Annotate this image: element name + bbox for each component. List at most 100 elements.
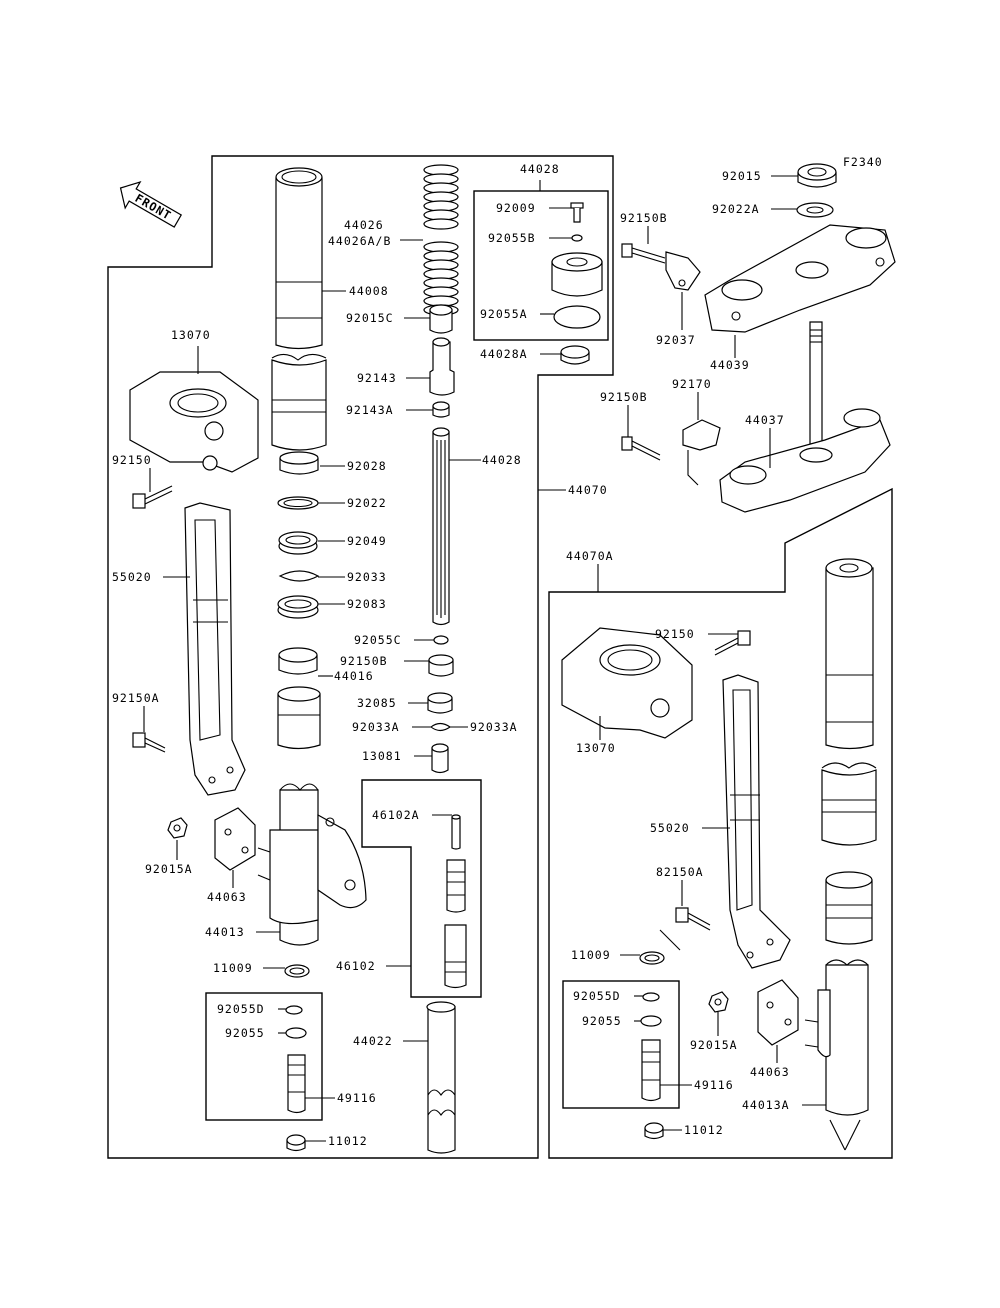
label-11012-right: 11012 — [684, 1123, 724, 1137]
part-labels: 44026 44026A/B 44008 92015C 92143 92143A… — [112, 162, 790, 1148]
leader-lines — [143, 175, 861, 1151]
fork-clamp-13070-right — [561, 627, 693, 739]
label-44028a: 44028A — [480, 347, 528, 361]
bushing-right — [825, 871, 873, 945]
bolt-92150-left — [132, 485, 173, 509]
seal-stack-left — [277, 451, 320, 675]
label-55020-left: 55020 — [112, 570, 152, 584]
label-92083: 92083 — [347, 597, 387, 611]
label-92150a-left: 92150A — [112, 691, 160, 705]
valve-subassembly-box-right — [562, 980, 680, 1109]
label-44037: 44037 — [745, 413, 785, 427]
screw-92009 — [570, 202, 584, 223]
inner-tube-44008 — [275, 167, 323, 350]
label-46102a: 46102A — [372, 808, 420, 822]
bolt-92150b-low — [621, 436, 661, 461]
fork-guard-55020-left — [184, 502, 246, 796]
label-49116-left: 49116 — [337, 1091, 377, 1105]
label-13070-left: 13070 — [171, 328, 211, 342]
label-92033a-left: 92033A — [352, 720, 400, 734]
label-44063-left: 44063 — [207, 890, 247, 904]
valve-49116-left — [285, 1005, 307, 1114]
valve-13081 — [431, 743, 449, 774]
cap-44063-right — [757, 979, 799, 1046]
label-44022: 44022 — [353, 1034, 393, 1048]
outer-slider-44013a — [804, 959, 869, 1116]
label-92150-left: 92150 — [112, 453, 152, 467]
inner-tube-right — [825, 558, 874, 750]
label-11012-left: 11012 — [328, 1134, 368, 1148]
spring-coil — [423, 218, 459, 230]
label-92150b-low: 92150B — [600, 390, 648, 404]
clip-92033a — [430, 722, 451, 732]
valve-49116-right — [640, 992, 662, 1102]
label-44016: 44016 — [334, 669, 374, 683]
label-44026: 44026 — [344, 218, 384, 232]
label-92022a: 92022A — [712, 202, 760, 216]
label-44013a: 44013A — [742, 1098, 790, 1112]
label-32085: 32085 — [357, 696, 397, 710]
washer-92143a — [432, 401, 450, 418]
label-92015: 92015 — [722, 169, 762, 183]
outer-tube-upper-right — [821, 762, 877, 846]
label-44028-rod: 44028 — [482, 453, 522, 467]
label-44039: 44039 — [710, 358, 750, 372]
upper-clamp-44039 — [704, 224, 896, 333]
damper-cap — [551, 252, 603, 297]
label-55020-right: 55020 — [650, 821, 690, 835]
label-92150b-center: 92150B — [340, 654, 388, 668]
label-92009: 92009 — [496, 201, 536, 215]
cap-44063-left — [214, 807, 271, 881]
label-92033a-right: 92033A — [470, 720, 518, 734]
fork-spring-44026 — [423, 164, 459, 316]
fork-guard-55020-right — [722, 674, 791, 969]
label-92143a: 92143A — [346, 403, 394, 417]
oring-11009-right — [639, 951, 665, 965]
nut-92015 — [797, 163, 837, 188]
label-11009-right: 11009 — [571, 948, 611, 962]
label-92055c: 92055C — [354, 633, 402, 647]
oring-92055c — [433, 635, 449, 645]
label-49116-right: 49116 — [694, 1078, 734, 1092]
valve-subassembly-box-left — [205, 992, 323, 1121]
bushing-32085 — [427, 692, 453, 714]
label-92033: 92033 — [347, 570, 387, 584]
label-82150a: 82150A — [656, 865, 704, 879]
bolt-82150a-right — [675, 907, 711, 931]
diagram-code: F2340 — [843, 155, 883, 169]
outer-slider-44013 — [269, 686, 367, 946]
label-92055-left: 92055 — [225, 1026, 265, 1040]
label-92015a-right: 92015A — [690, 1038, 738, 1052]
cable-holder-92037 — [665, 251, 701, 291]
label-92015c: 92015C — [346, 311, 394, 325]
seat-44028a — [560, 345, 590, 365]
label-44028-top: 44028 — [520, 162, 560, 176]
right-assembly-frame — [548, 487, 893, 1159]
collar-92143 — [429, 337, 455, 396]
cartridge-46102 — [444, 814, 467, 989]
oring-11009-left — [284, 964, 310, 978]
bolt-92150b-top — [621, 243, 666, 264]
label-92055b: 92055B — [488, 231, 536, 245]
nut-92015a-right — [708, 991, 729, 1013]
cap-11012-left — [286, 1134, 306, 1152]
label-92143: 92143 — [357, 371, 397, 385]
cap-11012-right — [644, 1122, 664, 1140]
label-92055d-right: 92055D — [573, 989, 621, 1003]
fork-clamp-13070-left — [129, 371, 259, 473]
label-92037: 92037 — [656, 333, 696, 347]
spacer-92015c — [429, 304, 453, 334]
label-92150b-top: 92150B — [620, 211, 668, 225]
label-92049: 92049 — [347, 534, 387, 548]
steering-stem-44037 — [719, 321, 891, 513]
bolt-92150-right — [714, 630, 751, 656]
label-44070: 44070 — [568, 483, 608, 497]
label-46102: 46102 — [336, 959, 376, 973]
label-92055-right: 92055 — [582, 1014, 622, 1028]
label-92055d-left: 92055D — [217, 1002, 265, 1016]
label-13081: 13081 — [362, 749, 402, 763]
label-11009-left: 11009 — [213, 961, 253, 975]
front-arrow-icon: FRONT — [119, 180, 183, 228]
label-44026ab: 44026A/B — [328, 234, 391, 248]
label-92170: 92170 — [672, 377, 712, 391]
